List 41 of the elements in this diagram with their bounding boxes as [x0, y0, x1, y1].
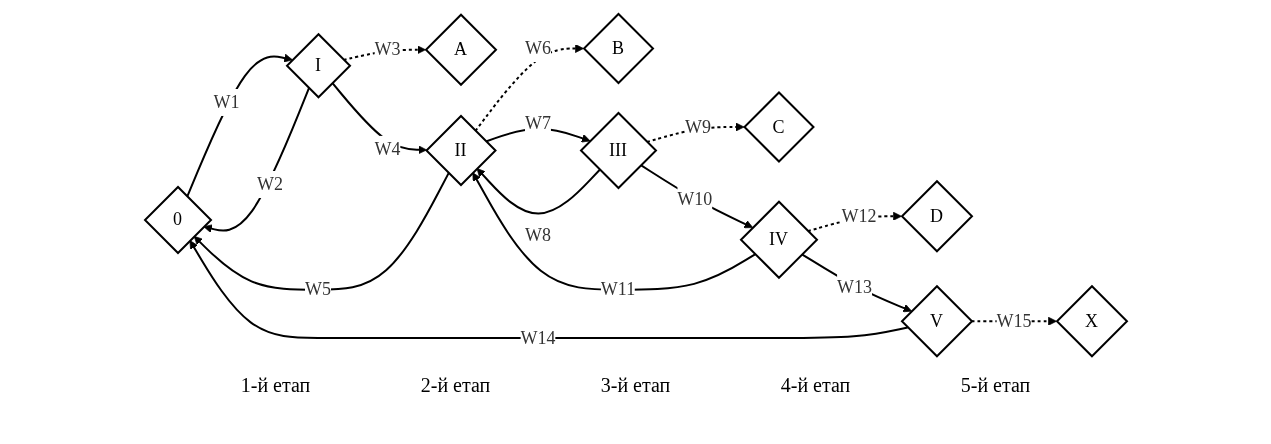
node-diamond: 0 [143, 185, 212, 255]
edge-label: W4 [374, 138, 401, 159]
edge-label: W5 [304, 279, 331, 300]
node-diamond: V [900, 284, 973, 358]
arrow [202, 87, 310, 233]
arrow [476, 168, 601, 215]
node-diamond: X [1055, 284, 1128, 358]
node-diamond: C [742, 90, 815, 163]
arrow [800, 253, 912, 313]
arrow [473, 44, 584, 132]
arrow [193, 172, 450, 291]
node-diamond: A [424, 13, 497, 87]
edge-label: W1 [213, 91, 240, 112]
node-diamond: IV [739, 200, 818, 280]
arrow [189, 240, 909, 339]
stage-label: 5-й етап [960, 374, 1031, 397]
stage-label: 3-й етап [600, 374, 671, 397]
stage-label: 1-й етап [240, 374, 311, 397]
edge-label: W12 [840, 205, 876, 226]
edge-label: W7 [524, 112, 551, 133]
edge-label: W11 [600, 279, 635, 300]
node-diamond: III [579, 111, 657, 190]
node-diamond: I [285, 32, 351, 99]
node-diamond: D [900, 179, 973, 253]
edge-label: W2 [256, 173, 283, 194]
edge-label: W10 [676, 189, 712, 210]
arrow [639, 164, 753, 229]
stage-label: 4-й етап [780, 374, 851, 397]
edge-label: W3 [374, 39, 401, 60]
edge-label: W15 [995, 310, 1031, 331]
edge-label: W9 [684, 116, 711, 137]
node-diamond: B [582, 12, 654, 85]
edge-label: W6 [524, 37, 551, 58]
arrow [185, 53, 293, 198]
edge-label: W8 [524, 224, 551, 245]
arrow [645, 122, 744, 143]
stage-label: 2-й етап [420, 374, 491, 397]
arrow [471, 172, 756, 291]
edge-label: W13 [836, 276, 872, 297]
node-diamond: II [424, 114, 497, 187]
edge-label: W14 [520, 327, 555, 348]
